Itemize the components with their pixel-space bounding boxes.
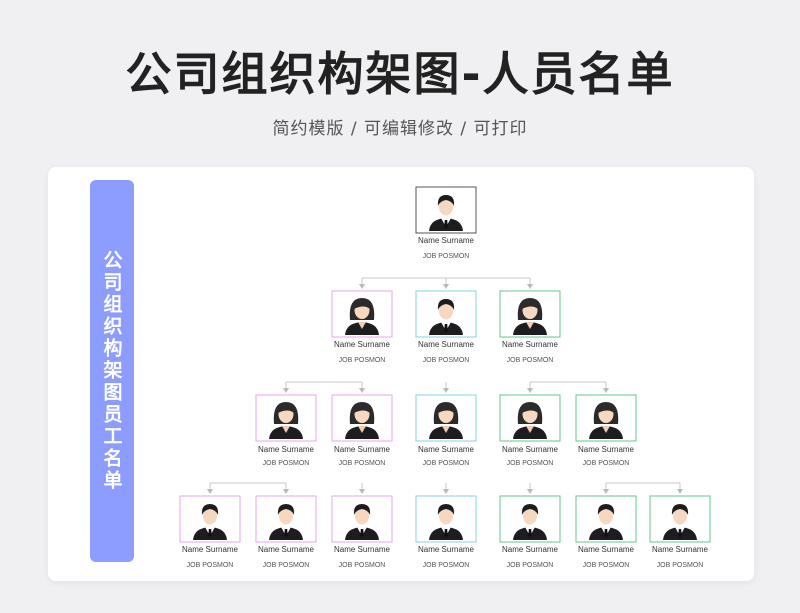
node-job-title: JOB POSMON [423,253,470,260]
arrow-head-icon [283,388,289,393]
node-name: Name Surname [418,340,475,349]
node-name: Name Surname [578,445,635,454]
node-job-title: JOB POSMON [583,460,630,467]
node-job-title: JOB POSMON [507,562,554,569]
arrow-head-icon [527,284,533,289]
node-job-title: JOB POSMON [657,562,704,569]
node-job-title: JOB POSMON [187,562,234,569]
arrow-head-icon [677,489,683,494]
male-avatar-icon [429,504,463,540]
node-name: Name Surname [334,545,391,554]
node-name: Name Surname [418,545,475,554]
node-name: Name Surname [578,545,635,554]
male-avatar-icon [589,504,623,540]
arrow-head-icon [527,489,533,494]
node-job-title: JOB POSMON [263,460,310,467]
male-avatar-icon [429,299,463,335]
node-name: Name Surname [258,545,315,554]
node-job-title: JOB POSMON [263,562,310,569]
node-job-title: JOB POSMON [423,562,470,569]
node-name: Name Surname [418,236,475,245]
arrow-head-icon [603,388,609,393]
node-name: Name Surname [502,340,559,349]
arrow-head-icon [283,489,289,494]
arrow-head-icon [359,284,365,289]
node-name: Name Surname [182,545,239,554]
node-name: Name Surname [652,545,709,554]
female-avatar-icon [269,402,303,439]
node-job-title: JOB POSMON [423,460,470,467]
female-avatar-icon [429,402,463,439]
node-name: Name Surname [334,445,391,454]
node-job-title: JOB POSMON [339,562,386,569]
male-avatar-icon [663,504,697,540]
arrow-head-icon [359,388,365,393]
female-avatar-icon [589,402,623,439]
female-avatar-icon [345,298,379,335]
male-avatar-icon [269,504,303,540]
female-avatar-icon [513,298,547,335]
arrow-head-icon [443,388,449,393]
male-avatar-icon [193,504,227,540]
page-title: 公司组织构架图-人员名单 [125,47,675,101]
arrow-head-icon [527,388,533,393]
node-name: Name Surname [334,340,391,349]
sidebar-title-bar: 公司组织构架图员工名单 [90,180,134,562]
arrow-head-icon [603,489,609,494]
female-avatar-icon [513,402,547,439]
male-avatar-icon [345,504,379,540]
female-avatar-icon [345,402,379,439]
node-job-title: JOB POSMON [507,357,554,364]
male-avatar-icon [513,504,547,540]
node-job-title: JOB POSMON [339,357,386,364]
arrow-head-icon [359,489,365,494]
node-name: Name Surname [258,445,315,454]
node-name: Name Surname [502,445,559,454]
male-avatar-icon [429,195,463,231]
node-name: Name Surname [502,545,559,554]
node-job-title: JOB POSMON [339,460,386,467]
sidebar-title: 公司组织构架图员工名单 [100,250,123,492]
node-job-title: JOB POSMON [583,562,630,569]
arrow-head-icon [443,284,449,289]
node-name: Name Surname [418,445,475,454]
node-job-title: JOB POSMON [423,357,470,364]
arrow-head-icon [207,489,213,494]
page-subtitle: 简约模版 / 可编辑修改 / 可打印 [272,119,528,139]
arrow-head-icon [443,489,449,494]
node-job-title: JOB POSMON [507,460,554,467]
